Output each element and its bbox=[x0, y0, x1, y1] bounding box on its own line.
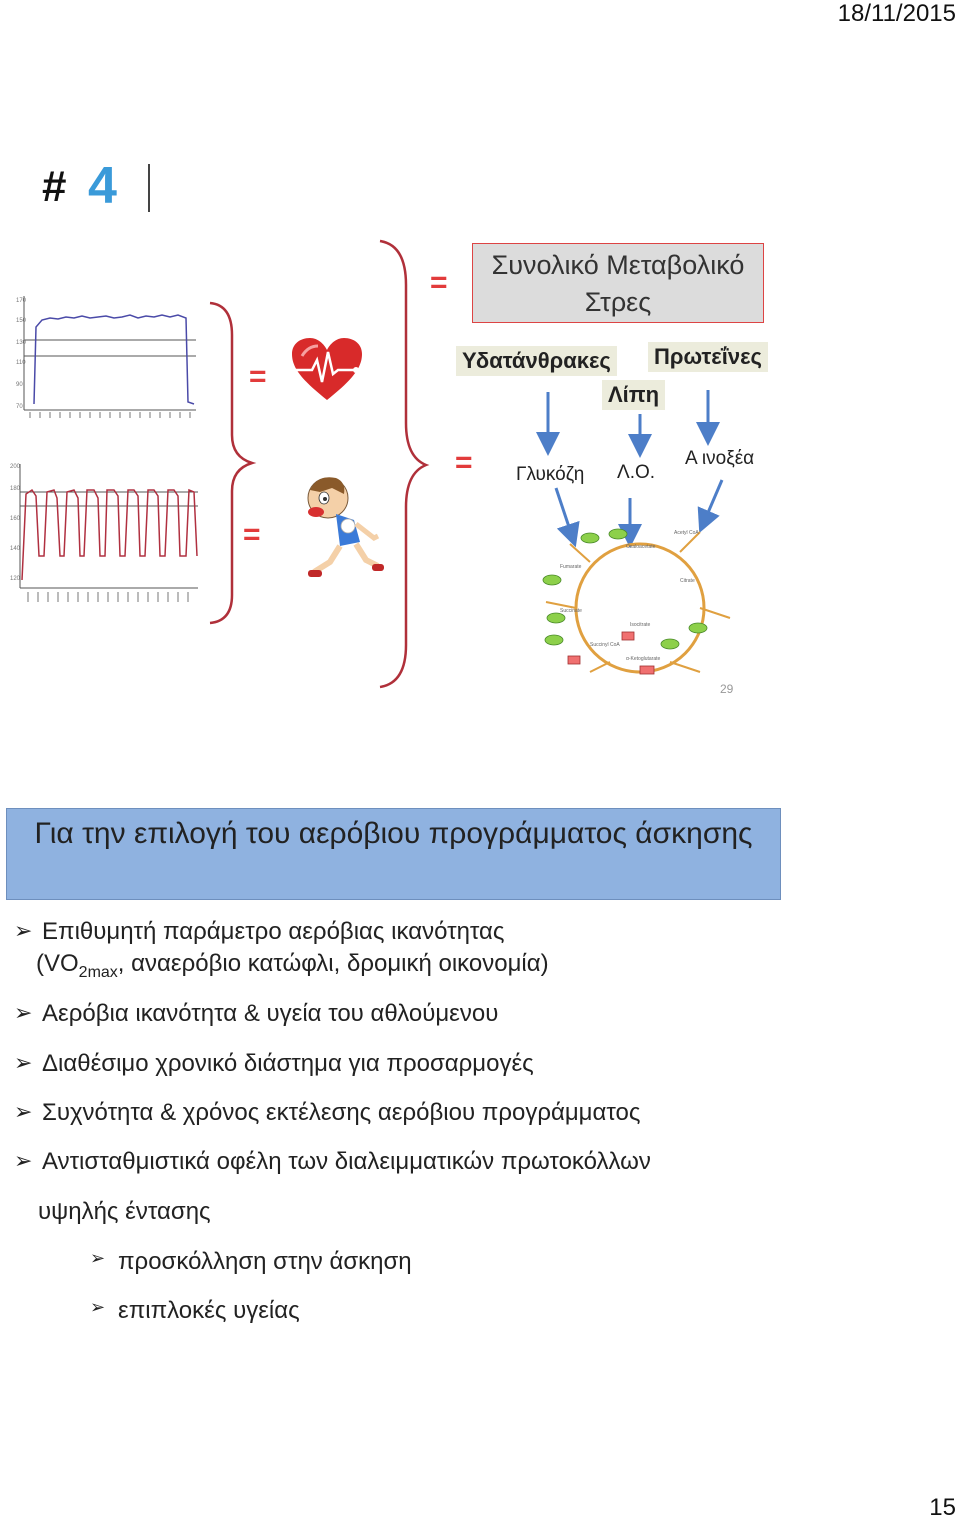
bullet-arrow-icon: ➢ bbox=[90, 1248, 106, 1268]
runner-icon bbox=[307, 477, 384, 577]
heart-icon bbox=[292, 338, 362, 400]
page-number: 15 bbox=[929, 1494, 956, 1521]
equals-runner: = bbox=[243, 518, 261, 551]
metabolite-amino-acids: Α ινοξέα bbox=[685, 448, 755, 469]
svg-text:Succinyl CoA: Succinyl CoA bbox=[590, 642, 620, 648]
svg-text:Oxaloacetate: Oxaloacetate bbox=[626, 544, 656, 550]
bullet-arrow-icon: ➢ bbox=[90, 1297, 106, 1317]
bullet-text: Συχνότητα & χρόνος εκτέλεσης αερόβιου πρ… bbox=[42, 1099, 641, 1126]
sub-bullet-adherence: ➢ προσκόλληση στην άσκηση bbox=[90, 1248, 412, 1276]
bullet-text: Διαθέσιμο χρονικό διάστημα για προσαρμογ… bbox=[42, 1050, 534, 1077]
interval-hr-graph: 200 180 160 140 120 bbox=[6, 460, 202, 610]
svg-text:150: 150 bbox=[16, 318, 27, 324]
slide-number: 4 bbox=[88, 157, 117, 215]
svg-text:140: 140 bbox=[10, 546, 21, 552]
bullet-text: Αντισταθμιστικά οφέλη των διαλειμματικών… bbox=[42, 1148, 651, 1175]
svg-text:Isocitrate: Isocitrate bbox=[630, 622, 651, 628]
svg-text:α-Ketoglutarate: α-Ketoglutarate bbox=[626, 656, 661, 662]
svg-text:Acetyl CoA: Acetyl CoA bbox=[674, 530, 699, 536]
section-title: Για την επιλογή του αερόβιου προγράμματο… bbox=[6, 808, 781, 900]
bullet-desired-parameter-detail: (VO2max, αναερόβιο κατώφλι, δρομική οικο… bbox=[36, 950, 549, 981]
svg-text:Fumarate: Fumarate bbox=[560, 564, 582, 570]
equals-heart: = bbox=[249, 360, 267, 393]
bullet-text: Αερόβια ικανότητα & υγεία του αθλούμενου bbox=[42, 1000, 499, 1027]
equals-metabolism: = bbox=[455, 446, 473, 479]
svg-text:160: 160 bbox=[10, 516, 21, 522]
grouping-braces bbox=[209, 239, 430, 689]
embedded-slide-number: 29 bbox=[720, 682, 734, 696]
bullet-arrow-icon: ➢ bbox=[14, 1148, 33, 1173]
bullet-interval-benefits: ➢ Αντισταθμιστικά οφέλη των διαλειμματικ… bbox=[14, 1148, 651, 1176]
svg-text:Citrate: Citrate bbox=[680, 578, 695, 584]
bullet-aerobic-health: ➢ Αερόβια ικανότητα & υγεία του αθλούμεν… bbox=[14, 1000, 498, 1028]
bullet-arrow-icon: ➢ bbox=[14, 1099, 33, 1124]
svg-text:110: 110 bbox=[16, 360, 26, 366]
total-metabolic-stress-box: Συνολικό Μεταβολικό Στρες bbox=[472, 243, 764, 323]
slide-hash: # bbox=[42, 162, 67, 211]
svg-text:90: 90 bbox=[16, 382, 23, 388]
svg-text:170: 170 bbox=[16, 298, 27, 304]
bullet-frequency-duration: ➢ Συχνότητα & χρόνος εκτέλεσης αερόβιου … bbox=[14, 1099, 640, 1127]
svg-text:180: 180 bbox=[10, 486, 21, 492]
bullet-interval-benefits-continuation: υψηλής έντασης bbox=[38, 1198, 211, 1225]
bullet-text: επιπλοκές υγείας bbox=[118, 1297, 300, 1324]
bullet-arrow-icon: ➢ bbox=[14, 918, 33, 943]
nutrient-carbohydrates: Υδατάνθρακες bbox=[456, 346, 617, 376]
bullet-arrow-icon: ➢ bbox=[14, 1000, 33, 1025]
nutrient-fats: Λίπη bbox=[602, 380, 666, 410]
metabolite-glucose: Γλυκόζη bbox=[516, 464, 585, 485]
sub-bullet-health-complications: ➢ επιπλοκές υγείας bbox=[90, 1297, 300, 1325]
text-cursor-mark bbox=[148, 164, 150, 212]
svg-text:130: 130 bbox=[16, 340, 27, 346]
bullet-arrow-icon: ➢ bbox=[14, 1050, 33, 1075]
krebs-cycle-diagram: Acetyl CoA Oxaloacetate FumarateSuccinate… bbox=[542, 528, 731, 675]
bullet-text: προσκόλληση στην άσκηση bbox=[118, 1248, 412, 1275]
nutrient-proteins: Πρωτεΐνες bbox=[648, 342, 768, 372]
svg-text:Succinate: Succinate bbox=[560, 608, 582, 614]
svg-text:200: 200 bbox=[10, 464, 21, 470]
steady-hr-graph: 170 150 130 110 90 70 bbox=[14, 292, 200, 420]
svg-text:70: 70 bbox=[16, 404, 23, 410]
nutrient-arrows bbox=[536, 390, 724, 548]
metabolite-fatty-acids: Λ.Ο. bbox=[617, 462, 656, 483]
equals-stress: = bbox=[430, 266, 448, 299]
date-header: 18/11/2015 bbox=[837, 0, 956, 27]
bullet-desired-parameter: ➢ Επιθυμητή παράμετρο αερόβιας ικανότητα… bbox=[14, 918, 505, 946]
bullet-available-time: ➢ Διαθέσιμο χρονικό διάστημα για προσαρμ… bbox=[14, 1050, 534, 1078]
bullet-text: Επιθυμητή παράμετρο αερόβιας ικανότητας bbox=[42, 918, 505, 945]
svg-text:120: 120 bbox=[10, 576, 21, 582]
